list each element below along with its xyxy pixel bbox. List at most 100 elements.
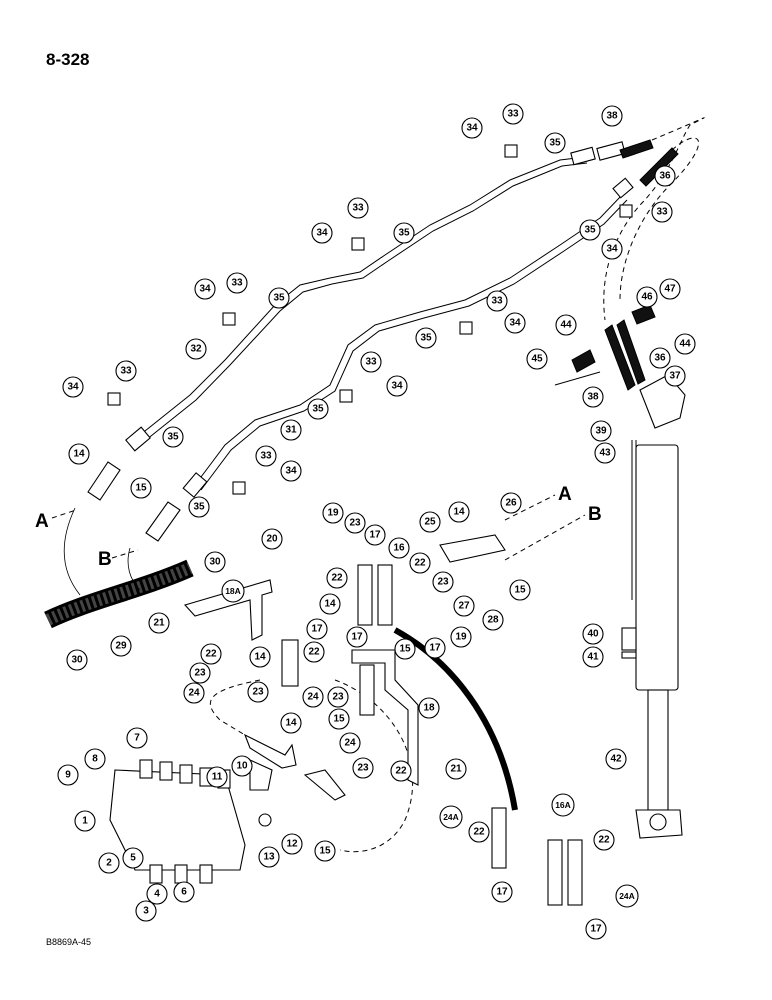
svg-text:17: 17 <box>311 624 323 635</box>
svg-text:6: 6 <box>181 887 187 898</box>
callout-34: 34 <box>386 375 408 397</box>
svg-text:18: 18 <box>423 703 435 714</box>
svg-text:15: 15 <box>135 483 147 494</box>
callout-30: 30 <box>66 649 88 671</box>
svg-text:26: 26 <box>505 498 517 509</box>
callout-22: 22 <box>390 760 412 782</box>
callout-5: 5 <box>122 847 144 869</box>
svg-text:33: 33 <box>491 296 503 307</box>
callout-24: 24 <box>183 682 205 704</box>
callout-19: 19 <box>322 502 344 524</box>
callout-16: 16 <box>388 537 410 559</box>
callout-10: 10 <box>231 755 253 777</box>
callout-18: 18 <box>418 697 440 719</box>
callout-45: 45 <box>526 348 548 370</box>
hose-38 <box>619 139 654 159</box>
svg-text:23: 23 <box>357 763 369 774</box>
svg-text:19: 19 <box>455 632 467 643</box>
svg-text:35: 35 <box>312 404 324 415</box>
callout-14: 14 <box>448 501 470 523</box>
callout-15: 15 <box>314 840 336 862</box>
callout-31: 31 <box>280 419 302 441</box>
svg-text:31: 31 <box>285 425 297 436</box>
callout-47: 47 <box>659 278 681 300</box>
callout-41: 41 <box>582 646 604 668</box>
callout-6: 6 <box>173 881 195 903</box>
svg-text:9: 9 <box>65 770 71 781</box>
hose-15 <box>303 769 346 801</box>
callout-43: 43 <box>594 442 616 464</box>
callout-22: 22 <box>468 821 490 843</box>
callout-35: 35 <box>393 222 415 244</box>
tube-fitting <box>612 177 634 199</box>
svg-text:17: 17 <box>429 643 441 654</box>
callout-33: 33 <box>255 445 277 467</box>
o-ring-41 <box>621 651 637 659</box>
svg-text:34: 34 <box>285 466 297 477</box>
svg-text:14: 14 <box>324 599 336 610</box>
callout-23: 23 <box>247 681 269 703</box>
drawing-code: B8869A-45 <box>46 937 92 947</box>
svg-text:39: 39 <box>595 426 607 437</box>
svg-text:23: 23 <box>194 668 206 679</box>
svg-text:19: 19 <box>327 508 339 519</box>
svg-text:22: 22 <box>308 647 320 658</box>
callout-35: 35 <box>579 219 601 241</box>
callout-32: 32 <box>185 338 207 360</box>
callout-15: 15 <box>328 708 350 730</box>
svg-text:22: 22 <box>598 835 610 846</box>
svg-text:33: 33 <box>352 203 364 214</box>
callout-36: 36 <box>654 165 676 187</box>
callout-22: 22 <box>326 567 348 589</box>
callout-4: 4 <box>146 883 168 905</box>
svg-text:35: 35 <box>167 432 179 443</box>
callout-8: 8 <box>84 748 106 770</box>
svg-text:33: 33 <box>365 357 377 368</box>
callout-34: 34 <box>504 312 526 334</box>
svg-text:3: 3 <box>143 906 149 917</box>
svg-text:10: 10 <box>236 761 248 772</box>
callout-34: 34 <box>461 117 483 139</box>
callout-30: 30 <box>204 551 226 573</box>
callout-17: 17 <box>585 918 607 940</box>
callout-35: 35 <box>415 327 437 349</box>
svg-text:35: 35 <box>273 293 285 304</box>
callout-28: 28 <box>482 609 504 631</box>
svg-text:24: 24 <box>344 738 356 749</box>
svg-text:43: 43 <box>599 448 611 459</box>
tube-fitting <box>570 146 596 166</box>
svg-text:15: 15 <box>319 846 331 857</box>
callout-33: 33 <box>486 290 508 312</box>
callout-1: 1 <box>74 810 96 832</box>
callout-37: 37 <box>664 365 686 387</box>
svg-text:29: 29 <box>115 641 127 652</box>
callout-14: 14 <box>249 646 271 668</box>
svg-text:38: 38 <box>587 392 599 403</box>
callout-13: 13 <box>258 846 280 868</box>
clamp-44 <box>571 349 596 373</box>
svg-text:35: 35 <box>584 225 596 236</box>
callout-35: 35 <box>268 287 290 309</box>
callout-33: 33 <box>502 103 524 125</box>
svg-text:32: 32 <box>190 344 202 355</box>
callout-23: 23 <box>189 662 211 684</box>
svg-text:34: 34 <box>391 381 403 392</box>
svg-text:7: 7 <box>134 733 140 744</box>
callout-33: 33 <box>651 201 673 223</box>
callout-22: 22 <box>303 641 325 663</box>
callout-20: 20 <box>261 528 283 550</box>
svg-text:21: 21 <box>450 764 462 775</box>
clamp-44 <box>631 304 656 325</box>
callout-14: 14 <box>319 593 341 615</box>
svg-text:5: 5 <box>130 853 136 864</box>
callout-34: 34 <box>601 238 623 260</box>
callout-17: 17 <box>346 626 368 648</box>
callout-39: 39 <box>590 420 612 442</box>
svg-text:14: 14 <box>453 507 465 518</box>
svg-text:22: 22 <box>205 649 217 660</box>
svg-text:47: 47 <box>664 284 676 295</box>
svg-text:11: 11 <box>212 772 223 783</box>
callout-24A: 24A <box>615 884 639 908</box>
svg-text:2: 2 <box>106 858 112 869</box>
callout-23: 23 <box>327 686 349 708</box>
